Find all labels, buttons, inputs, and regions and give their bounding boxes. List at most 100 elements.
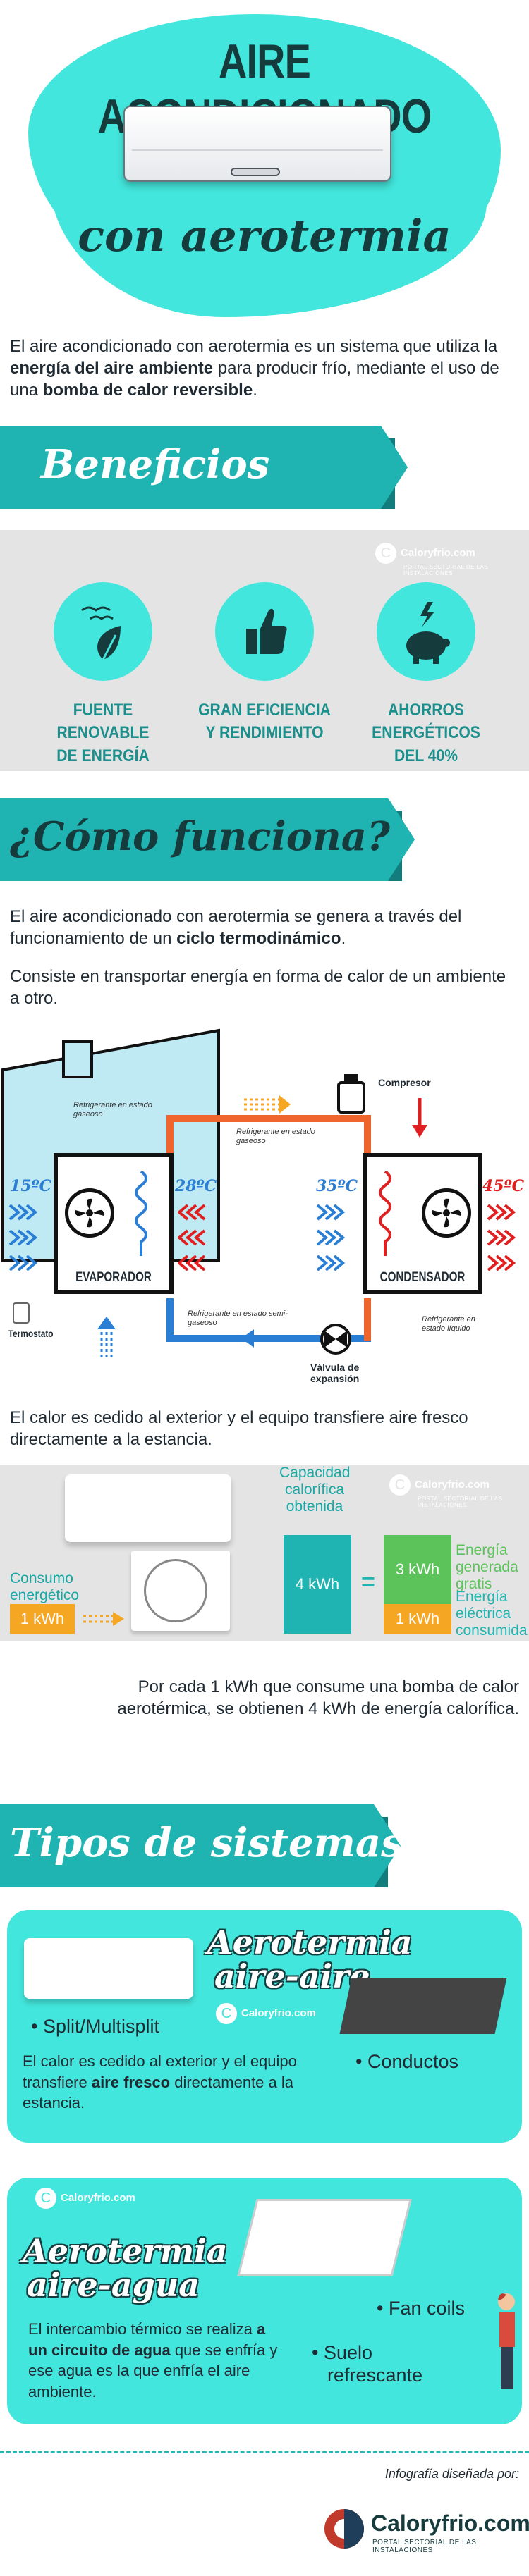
footer-brand: Caloryfrio.com (371, 2510, 529, 2536)
cold-chevrons-right-icon (178, 1204, 206, 1271)
compressor-label: Compresor (378, 1077, 431, 1088)
ac-unit-seam (132, 149, 383, 151)
footer-credit: Infografía diseñada por: (384, 2467, 519, 2481)
benefit-circle-savings (377, 582, 475, 681)
heat-pump-diagram: EVAPORADOR CONDENSADOR Compresor Válvula… (0, 1021, 529, 1394)
hot-pipe-right-riser (364, 1115, 371, 1157)
footer-tagline: PORTAL SECTORIAL DE LAS INSTALACIONES (372, 2539, 477, 2554)
temp-in-left: 15ºC (10, 1177, 52, 1195)
capacidad-value-box: 4 kWh (284, 1535, 351, 1634)
condensador-label: CONDENSADOR (379, 1270, 466, 1285)
ref-semi-label: Refrigerante en estado semi-gaseoso (188, 1309, 288, 1327)
ref-gas-top-label: Refrigerante en estado gaseoso (236, 1128, 315, 1145)
piggy-bank-icon (406, 602, 450, 664)
thumbs-up-icon (246, 608, 287, 654)
transfer-paragraph: El calor es cedido al exterior y el equi… (10, 1408, 468, 1450)
benefit-circle-renewable (54, 582, 152, 681)
footer-divider (0, 2451, 529, 2453)
consumo-arrow-icon (83, 1612, 124, 1626)
como-funciona-heading: ¿Cómo funciona? (10, 813, 390, 860)
expansion-valve-icon (320, 1324, 351, 1355)
ref-gas-left-label: Refrigerante en estado gaseoso (73, 1101, 152, 1118)
caloryfrio-logo-icon-3: C (216, 2003, 237, 2024)
aire-aire-title: Aerotermia aire-aire (207, 1923, 413, 1996)
tipos-ribbon: Tipos de sistemas (0, 1804, 409, 1887)
evaporador-label: EVAPORADOR (75, 1270, 152, 1285)
page-subtitle: con aerotermia (78, 210, 451, 261)
aire-agua-description: El intercambio térmico se realiza a un c… (28, 2320, 278, 2401)
compressor-red-arrow-icon (412, 1098, 427, 1138)
gratis-value-box: 3 kWh (384, 1535, 451, 1604)
hot-chevrons-right-icon (487, 1204, 516, 1271)
cassette-unit-image (237, 2199, 412, 2276)
split-unit-image (24, 1938, 193, 1999)
expansion-valve-label: Válvula de expansión (310, 1362, 360, 1385)
temp-out-right: 45ºC (482, 1177, 525, 1195)
intro-paragraph: El aire acondicionado con aerotermia es … (10, 337, 499, 400)
temp-in-right: 28ºC (175, 1177, 217, 1195)
compressor-icon (337, 1074, 365, 1114)
equals-sign: = (361, 1569, 375, 1596)
condensador-fan-icon (422, 1188, 471, 1238)
duct-unit-image (339, 1978, 507, 2034)
caloryfrio-logo-icon-4: C (35, 2188, 56, 2209)
outdoor-unit-image (131, 1551, 230, 1631)
aire-agua-bullet-fancoils: • Fan coils (377, 2298, 466, 2319)
benefit-label-efficiency: GRAN EFICIENCIA Y RENDIMIENTO (198, 701, 331, 743)
cold-chevrons-left-icon (8, 1204, 38, 1271)
aire-aire-description: El calor es cedido al exterior y el equi… (23, 2052, 297, 2112)
beneficios-ribbon: Beneficios (0, 426, 416, 509)
tipos-heading: Tipos de sistemas (10, 1820, 403, 1866)
evaporador-box: EVAPORADOR (54, 1153, 174, 1294)
temp-out-left: 35ºC (316, 1177, 358, 1195)
evaporador-fan-icon (65, 1188, 114, 1238)
cold-flow-arrow-icon (241, 1329, 295, 1348)
ac-unit-display (231, 168, 280, 176)
aire-aire-bullet-split: • Split/Multisplit (31, 2016, 160, 2037)
capacidad-label: Capacidad calorífica obtenida (279, 1465, 351, 1515)
como-paragraph-1: El aire acondicionado con aerotermia se … (10, 907, 462, 949)
aire-agua-bullet-suelo: • Suelo refrescante (312, 2342, 423, 2386)
hot-pipe-right-drop (364, 1298, 371, 1341)
thermostat-icon (13, 1302, 30, 1324)
consumida-value-box: 1 kWh (384, 1604, 451, 1634)
leaf-icon (81, 606, 121, 660)
condensador-coil-icon (379, 1171, 391, 1256)
consumida-label: Energía eléctrica consumida (456, 1589, 528, 1639)
hot-pipe-top (166, 1115, 371, 1122)
caloryfrio-footer-logo-icon (324, 2509, 364, 2549)
consumo-value-box: 1 kWh (10, 1604, 75, 1634)
intro-highlight-2: bomba de calor reversible (42, 381, 253, 400)
thermostat-label: Termostato (8, 1328, 54, 1339)
person-figure-icon (498, 2293, 515, 2389)
ref-liquid-label: Refrigerante en estado líquido (422, 1315, 475, 1333)
aire-aire-bullet-conductos: • Conductos (355, 2051, 459, 2072)
benefit-label-savings: AHORROS ENERGÉTICOS DEL 40% (372, 701, 480, 765)
outdoor-fan-icon (144, 1559, 207, 1622)
caloryfrio-logo-icon: C (375, 543, 396, 564)
benefit-circle-efficiency (215, 582, 314, 681)
heat-flow-arrow-icon (244, 1095, 291, 1114)
consumo-label: Consumo energético (10, 1570, 80, 1604)
aire-agua-title: Aerotermia aire-agua (23, 2232, 228, 2305)
energy-caption: Por cada 1 kWh que consume una bomba de … (117, 1677, 519, 1719)
intro-highlight-1: energía del aire ambiente (10, 359, 214, 378)
gratis-label: Energía generada gratis (456, 1542, 518, 1593)
benefit-label-renewable: FUENTE RENOVABLE DE ENERGÍA (56, 701, 150, 765)
caloryfrio-logo-icon-2: C (389, 1474, 411, 1496)
cool-air-up-arrow-icon (97, 1317, 116, 1357)
beneficios-heading: Beneficios (41, 441, 270, 488)
cold-chevrons-cond-left-icon (316, 1204, 346, 1271)
cold-pipe-left-drop (166, 1298, 174, 1341)
como-paragraph-2: Consiste en transportar energía en forma… (10, 967, 506, 1009)
hot-pipe-left-riser (166, 1115, 174, 1157)
evaporador-coil-icon (135, 1171, 147, 1256)
